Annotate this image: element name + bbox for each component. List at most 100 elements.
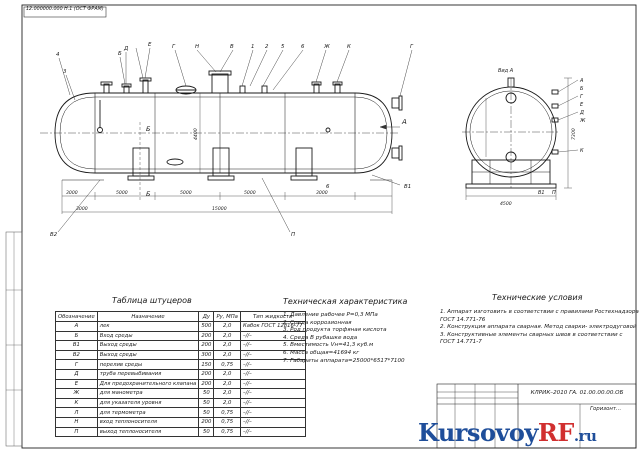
document-name: Горизонт... [590, 406, 622, 412]
table-cell: 50 [198, 388, 215, 399]
watermark-accent: RF [537, 418, 574, 447]
col-purpose: Назначение [96, 311, 200, 322]
drawing-labels: 4 3 Б Д Е Г Н В 1 2 5 6 Ж К Г А Б Б 6 В1… [50, 42, 586, 238]
dim-seg3b: 5000 [244, 190, 256, 196]
callout-p: П [291, 232, 295, 238]
table-cell: 2,0 [213, 340, 241, 351]
document-code: КЛРИК–2010 ГА. 01.00.00.00.ОБ [530, 390, 624, 396]
view-callout-b: Б [580, 86, 584, 92]
sheet-frame [21, 4, 637, 449]
table-cell: В2 [55, 349, 98, 361]
top-stamp-code: 12.000000.000 Н.1 (ОСТ ФРАМ) [26, 7, 104, 12]
table-cell: Л [55, 407, 98, 418]
view-arrow-a: А [401, 118, 407, 126]
nozzle-table: Обозначение Назначение Ду Ру, МПа Тип жи… [55, 311, 306, 438]
callout-v: В [230, 44, 234, 50]
dimension-lines [61, 93, 393, 214]
table-cell: 2,0 [213, 368, 241, 380]
table-header-row: Обозначение Назначение Ду Ру, МПа Тип жи… [55, 311, 306, 322]
watermark-suffix: .ru [573, 427, 597, 445]
callout-g: Г [172, 44, 176, 50]
table-cell: 0,75 [213, 426, 241, 438]
list-item: 2. Среда коррозионная [283, 319, 352, 326]
callout-d: Д [123, 46, 128, 52]
section-b-top: Б [146, 125, 151, 133]
watermark: KursovoyRF.ru [418, 418, 597, 447]
table-cell: Е [55, 378, 98, 390]
tech-char-title: Техническая характеристика [283, 297, 408, 306]
col-du: Ду [198, 311, 215, 322]
table-cell: 200 [198, 378, 215, 390]
table-cell: –//– [239, 368, 306, 380]
table-cell: вход теплоносителя [96, 416, 200, 428]
watermark-main: Kursovoy [418, 418, 538, 447]
table-cell: 0,75 [213, 416, 241, 428]
dim-left: 3000 [66, 190, 78, 196]
callout-6-bottom: 6 [326, 184, 330, 190]
callout-b: Б [118, 51, 122, 57]
callout-leaders [57, 47, 413, 233]
table-cell: К [55, 397, 98, 409]
table-cell: 0,75 [213, 407, 241, 418]
list-item: 2. Конструкция аппарата сварная. Метод с… [440, 324, 637, 331]
table-cell: 2,0 [213, 378, 241, 390]
list-item: 4. Среда В рубашке вода [283, 334, 358, 341]
view-bottom-v1: В1 [538, 190, 545, 196]
nozzle-table-title: Таблица штуцеров [112, 296, 192, 305]
section-b-bottom: Б [146, 190, 151, 198]
view-callout-g: Г [580, 94, 584, 100]
table-cell: 150 [198, 359, 215, 370]
end-view-dims [465, 77, 579, 200]
callout-e: Е [148, 42, 152, 48]
callout-3: 3 [63, 69, 67, 75]
table-cell: –//– [239, 388, 306, 399]
table-cell: для указателя уровня [96, 397, 200, 409]
callout-v2: В2 [50, 232, 58, 238]
table-cell: 2,0 [213, 349, 241, 361]
callout-zh: Ж [323, 44, 330, 50]
view-label: Вид А [498, 68, 514, 74]
view-dim-width: 4500 [500, 201, 512, 207]
table-cell: Вход среды [96, 330, 200, 342]
dim-seg3: 5000 [180, 190, 192, 196]
view-callout-e: Е [580, 102, 584, 108]
view-dim-height: 7300 [571, 128, 577, 140]
callout-g-right: Г [410, 44, 414, 50]
table-cell: Ж [55, 388, 98, 399]
table-cell: 200 [198, 368, 215, 380]
title-block-code-cell: КЛРИК–2010 ГА. 01.00.00.00.ОБ [518, 384, 636, 404]
table-cell: 2,0 [213, 388, 241, 399]
callout-n: Н [195, 44, 199, 50]
table-cell: А [55, 321, 98, 332]
callout-5: 5 [281, 44, 285, 50]
table-cell: выход теплоносителя [96, 426, 200, 438]
col-designation: Обозначение [55, 311, 98, 322]
vessel-end-view [462, 77, 560, 189]
title-block [436, 383, 637, 449]
table-cell: Выход среды [96, 340, 200, 351]
table-cell: 2,0 [213, 397, 241, 409]
view-callout-d: Д [579, 110, 584, 116]
table-cell: –//– [239, 416, 306, 428]
col-pressure: Ру, МПа [213, 311, 241, 322]
table-cell: труба перевыбивания [96, 368, 200, 380]
callout-6: 6 [301, 44, 305, 50]
table-cell: –//– [239, 378, 306, 390]
list-item: ГОСТ 14.771-7 [440, 339, 482, 346]
view-callout-a: А [579, 78, 584, 84]
dim-total: 15000 [212, 206, 227, 212]
view-callout-k: К [580, 148, 584, 154]
